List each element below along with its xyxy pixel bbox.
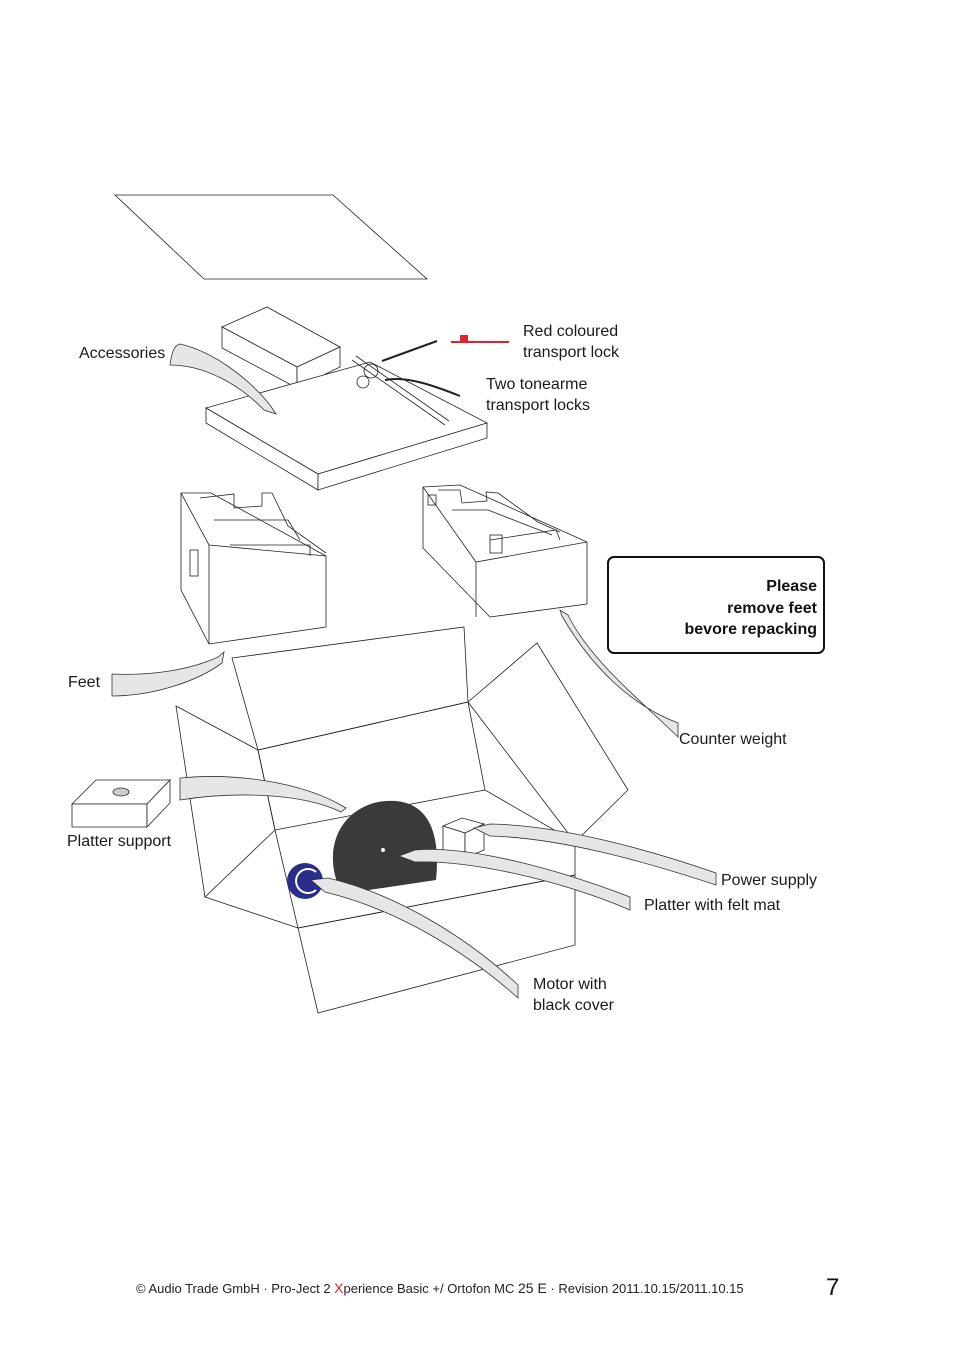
plinth-board [204, 361, 489, 491]
platter-felt-arrow [397, 848, 631, 911]
feet-arrow [111, 650, 225, 697]
label-red-transport-lock: Red coloured transport lock [523, 323, 620, 361]
label-platter-support: Platter support [67, 833, 172, 850]
page-number: 7 [826, 1274, 840, 1301]
platter-disc [332, 800, 437, 894]
dust-cover-sheet [113, 194, 429, 280]
accessories-arrow [169, 343, 277, 415]
red-transport-lock-icon [451, 335, 509, 343]
label-platter-felt: Platter with felt mat [644, 897, 781, 914]
footer-copyright: © Audio Trade GmbH · Pro-Ject 2 Xperienc… [136, 1280, 744, 1296]
label-motor: Motor with black cover [533, 976, 614, 1014]
label-feet: Feet [68, 674, 101, 691]
left-foam-insert [180, 492, 327, 645]
counter-weight-arrow [559, 609, 679, 738]
motor-arrow [310, 877, 519, 999]
platter-support-block [71, 779, 171, 828]
motor-icon [287, 863, 323, 899]
tonearm-locks [351, 340, 461, 426]
label-power-supply: Power supply [721, 872, 818, 889]
right-foam-insert [422, 484, 588, 618]
label-counter-weight: Counter weight [679, 731, 787, 748]
warning-box: Please remove feet bevore repacking [607, 556, 825, 654]
platter-support-arrow [179, 776, 347, 813]
label-accessories: Accessories [79, 345, 166, 362]
warning-text: Please remove feet bevore repacking [684, 578, 818, 638]
label-tonearm-locks: Two tonearme transport locks [486, 376, 591, 414]
accessories-box [221, 306, 341, 389]
power-supply-arrow [472, 823, 717, 886]
